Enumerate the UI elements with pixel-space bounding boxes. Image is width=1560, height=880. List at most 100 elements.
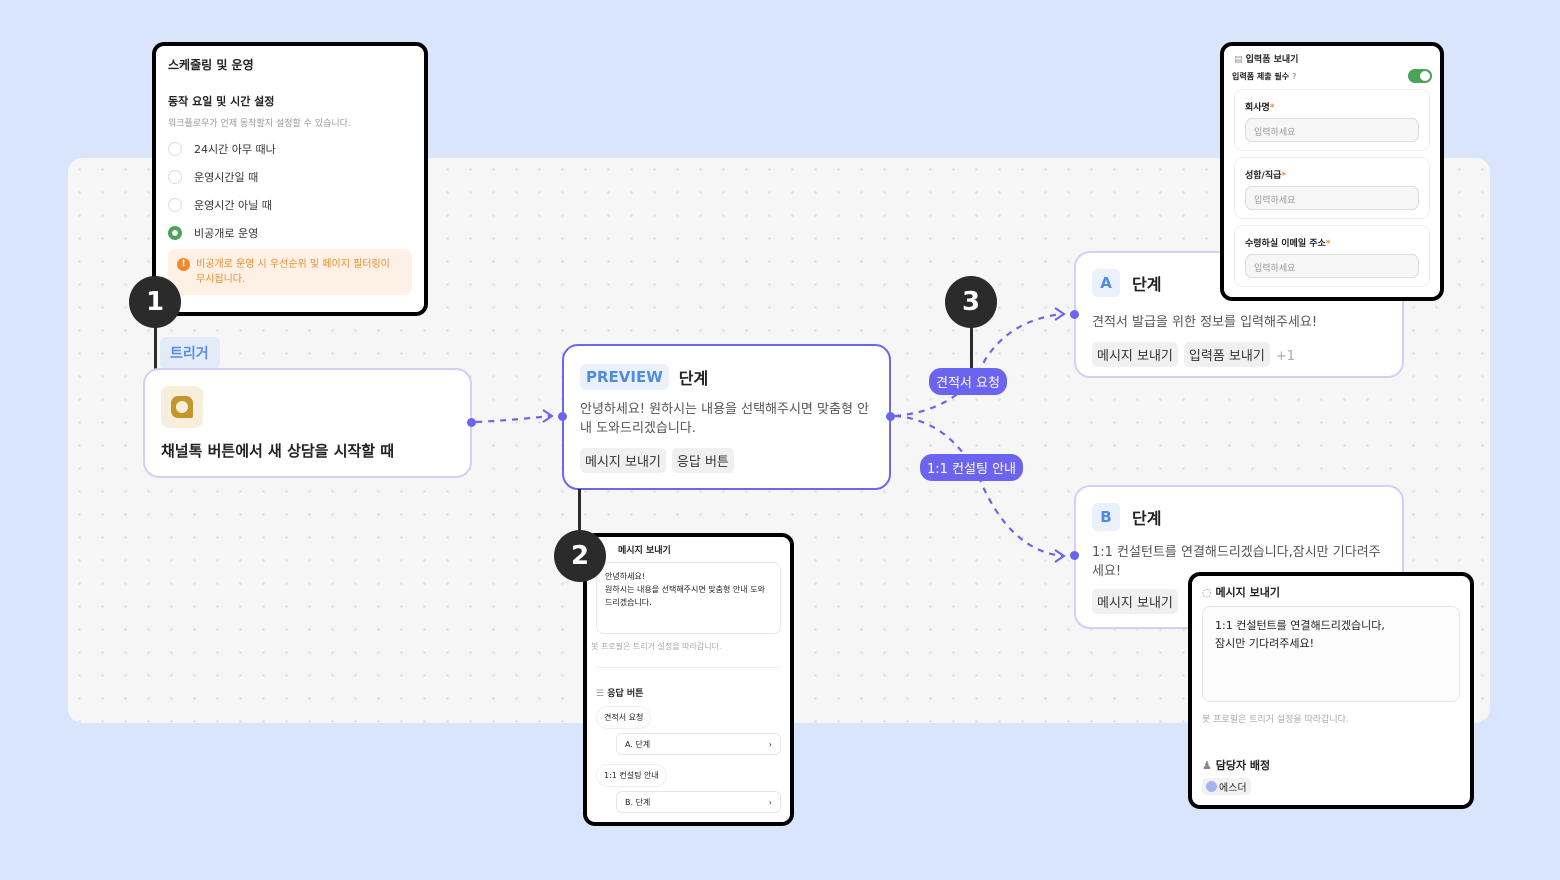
badge-line bbox=[970, 300, 973, 372]
step-letter-badge: B bbox=[1092, 503, 1120, 531]
trigger-title: 채널톡 버튼에서 새 상담을 시작할 때 bbox=[161, 442, 395, 460]
step-title: 단계 bbox=[1132, 509, 1162, 528]
connector-trigger-preview bbox=[475, 414, 551, 424]
more-tags-count: +1 bbox=[1275, 349, 1295, 364]
field-label: 성함/직급 bbox=[1245, 171, 1282, 181]
required-label-text: 입력폼 제출 필수 bbox=[1232, 71, 1290, 81]
preview-badge: PREVIEW bbox=[580, 364, 669, 390]
tag-send-message: 메시지 보내기 bbox=[1092, 342, 1178, 367]
step-message: 견적서 발급을 위한 정보를 입력해주세요! bbox=[1092, 315, 1318, 330]
branch-chip-consulting[interactable]: 1:1 컨설팅 안내 bbox=[920, 454, 1023, 481]
message-line: 원하시는 내용을 선택해주시면 맞춤형 안내 도와드리겠습니다. bbox=[605, 585, 765, 607]
radio-private[interactable]: 비공개로 운영 bbox=[168, 225, 412, 241]
badge-line bbox=[154, 300, 157, 370]
company-input[interactable]: 입력하세요 bbox=[1245, 118, 1419, 142]
connector-preview-a bbox=[894, 312, 1063, 418]
help-icon: ? bbox=[1291, 71, 1297, 81]
connector-preview-b bbox=[894, 414, 1063, 558]
send-message-popup-b: ◌ 메시지 보내기 1:1 컨설턴트를 연결해드리겠습니다, 잠시만 기다려주세… bbox=[1188, 572, 1474, 809]
arrowhead bbox=[1054, 549, 1066, 563]
reply-buttons-title: ☰ 응답 버튼 bbox=[596, 686, 781, 699]
assignee-chip[interactable]: 에스더 bbox=[1202, 778, 1251, 795]
field-label: 수령하실 이메일 주소 bbox=[1245, 239, 1326, 249]
trigger-label: 트리거 bbox=[160, 337, 220, 369]
assignee-name: 에스더 bbox=[1219, 783, 1247, 794]
message-line: 잠시만 기다려주세요! bbox=[1215, 637, 1314, 650]
tag-send-form: 입력폼 보내기 bbox=[1183, 342, 1270, 367]
clipboard-icon: ▤ bbox=[1234, 55, 1246, 65]
reply-target-a[interactable]: A. 단계 › bbox=[616, 733, 781, 755]
warning-icon: ! bbox=[177, 258, 190, 271]
popup-title: ◌ 메시지 보내기 bbox=[1202, 584, 1460, 600]
output-port[interactable] bbox=[467, 418, 476, 427]
message-textarea[interactable]: 안녕하세요! 원하시는 내용을 선택해주시면 맞춤형 안내 도와드리겠습니다. bbox=[596, 562, 781, 634]
step-number-badge: 3 bbox=[945, 276, 997, 328]
radio-off-hours[interactable]: 운영시간 아닐 때 bbox=[168, 197, 412, 213]
tag-send-message: 메시지 보내기 bbox=[1092, 589, 1178, 614]
form-field-email: 수령하실 이메일 주소*입력하세요 bbox=[1234, 225, 1430, 287]
popup-title: 스케줄링 및 운영 bbox=[168, 58, 254, 72]
reply-button[interactable]: 견적서 요청 bbox=[596, 706, 652, 729]
badge-line bbox=[578, 489, 581, 539]
required-toggle[interactable] bbox=[1408, 69, 1432, 83]
divider bbox=[596, 667, 781, 668]
message-line: 1:1 컨설턴트를 연결해드리겠습니다, bbox=[1215, 619, 1385, 632]
step-message: 안녕하세요! 원하시는 내용을 선택해주시면 맞춤형 안내 도와드리겠습니다. bbox=[580, 402, 869, 436]
message-line: 안녕하세요! bbox=[605, 572, 646, 581]
step-title: 단계 bbox=[678, 369, 709, 388]
preview-step-card[interactable]: PREVIEW 단계 안녕하세요! 원하시는 내용을 선택해주시면 맞춤형 안내 … bbox=[562, 344, 891, 490]
reply-target-b[interactable]: B. 단계 › bbox=[616, 791, 781, 813]
radio-anytime[interactable]: 24시간 아무 때나 bbox=[168, 141, 412, 157]
step-number-badge: 1 bbox=[129, 276, 181, 328]
assign-title-text: 담당자 배정 bbox=[1215, 759, 1271, 772]
branch-chip-quote[interactable]: 견적서 요청 bbox=[929, 368, 1007, 395]
popup-title-text: 입력폼 보내기 bbox=[1245, 55, 1299, 65]
chat-bubble-icon: ◌ bbox=[1202, 586, 1216, 599]
email-input[interactable]: 입력하세요 bbox=[1245, 254, 1419, 278]
bot-profile-note: 봇 프로필은 트리거 설정을 따라갑니다. bbox=[591, 642, 722, 651]
radio-label: 운영시간일 때 bbox=[194, 171, 259, 184]
section-title: 동작 요일 및 시간 설정 bbox=[168, 95, 275, 108]
chevron-right-icon: › bbox=[768, 797, 772, 807]
required-label: 입력폼 제출 필수 ? bbox=[1232, 71, 1297, 82]
input-port[interactable] bbox=[558, 412, 567, 421]
scheduling-popup: 스케줄링 및 운영 동작 요일 및 시간 설정 워크플로우가 언제 동작할지 설… bbox=[152, 42, 428, 316]
name-input[interactable]: 입력하세요 bbox=[1245, 186, 1419, 210]
form-field-name: 성함/직급*입력하세요 bbox=[1234, 157, 1430, 219]
step-number-badge: 2 bbox=[554, 530, 606, 582]
tag-reply-buttons: 응답 버튼 bbox=[671, 448, 734, 473]
trigger-card[interactable]: 채널톡 버튼에서 새 상담을 시작할 때 bbox=[143, 368, 472, 478]
assign-person-icon: ♟ bbox=[1202, 759, 1216, 772]
radio-label: 비공개로 운영 bbox=[194, 227, 259, 240]
reply-target-label: B. 단계 bbox=[625, 797, 651, 807]
radio-label: 운영시간 아닐 때 bbox=[194, 199, 272, 212]
send-form-popup: ▤ 입력폼 보내기 입력폼 제출 필수 ? 회사명*입력하세요 성함/직급*입력… bbox=[1220, 42, 1444, 301]
chevron-right-icon: › bbox=[768, 739, 772, 749]
reply-button[interactable]: 1:1 컨설팅 안내 bbox=[596, 764, 667, 787]
list-icon: ☰ bbox=[596, 689, 608, 699]
arrowhead bbox=[1054, 307, 1066, 321]
form-field-company: 회사명*입력하세요 bbox=[1234, 89, 1430, 151]
arrowhead bbox=[542, 409, 554, 423]
output-port[interactable] bbox=[886, 412, 895, 421]
channeltalk-icon bbox=[161, 386, 203, 428]
send-message-popup: 메시지 보내기 안녕하세요! 원하시는 내용을 선택해주시면 맞춤형 안내 도와… bbox=[583, 533, 794, 826]
reply-buttons-title-text: 응답 버튼 bbox=[607, 689, 644, 699]
field-label: 회사명 bbox=[1245, 103, 1270, 113]
warning-box: ! 비공개로 운영 시 우선순위 및 페이지 필터링이 무시됩니다. bbox=[168, 249, 412, 295]
radio-business-hours[interactable]: 운영시간일 때 bbox=[168, 169, 412, 185]
step-title: 단계 bbox=[1132, 275, 1162, 294]
tag-send-message: 메시지 보내기 bbox=[580, 448, 666, 473]
radio-label: 24시간 아무 때나 bbox=[194, 143, 276, 156]
message-textarea[interactable]: 1:1 컨설턴트를 연결해드리겠습니다, 잠시만 기다려주세요! bbox=[1202, 606, 1460, 702]
step-letter-badge: A bbox=[1092, 269, 1120, 297]
input-port[interactable] bbox=[1070, 551, 1079, 560]
avatar bbox=[1206, 781, 1217, 792]
input-port[interactable] bbox=[1070, 310, 1079, 319]
bot-profile-note: 봇 프로필은 트리거 설정을 따라갑니다. bbox=[1202, 715, 1349, 725]
section-description: 워크플로우가 언제 동작할지 설정할 수 있습니다. bbox=[168, 119, 351, 129]
reply-target-label: A. 단계 bbox=[625, 739, 651, 749]
popup-title: 메시지 보내기 bbox=[618, 546, 671, 556]
popup-title: ▤ 입력폼 보내기 bbox=[1224, 52, 1440, 65]
warning-text: 비공개로 운영 시 우선순위 및 페이지 필터링이 무시됩니다. bbox=[196, 259, 390, 285]
